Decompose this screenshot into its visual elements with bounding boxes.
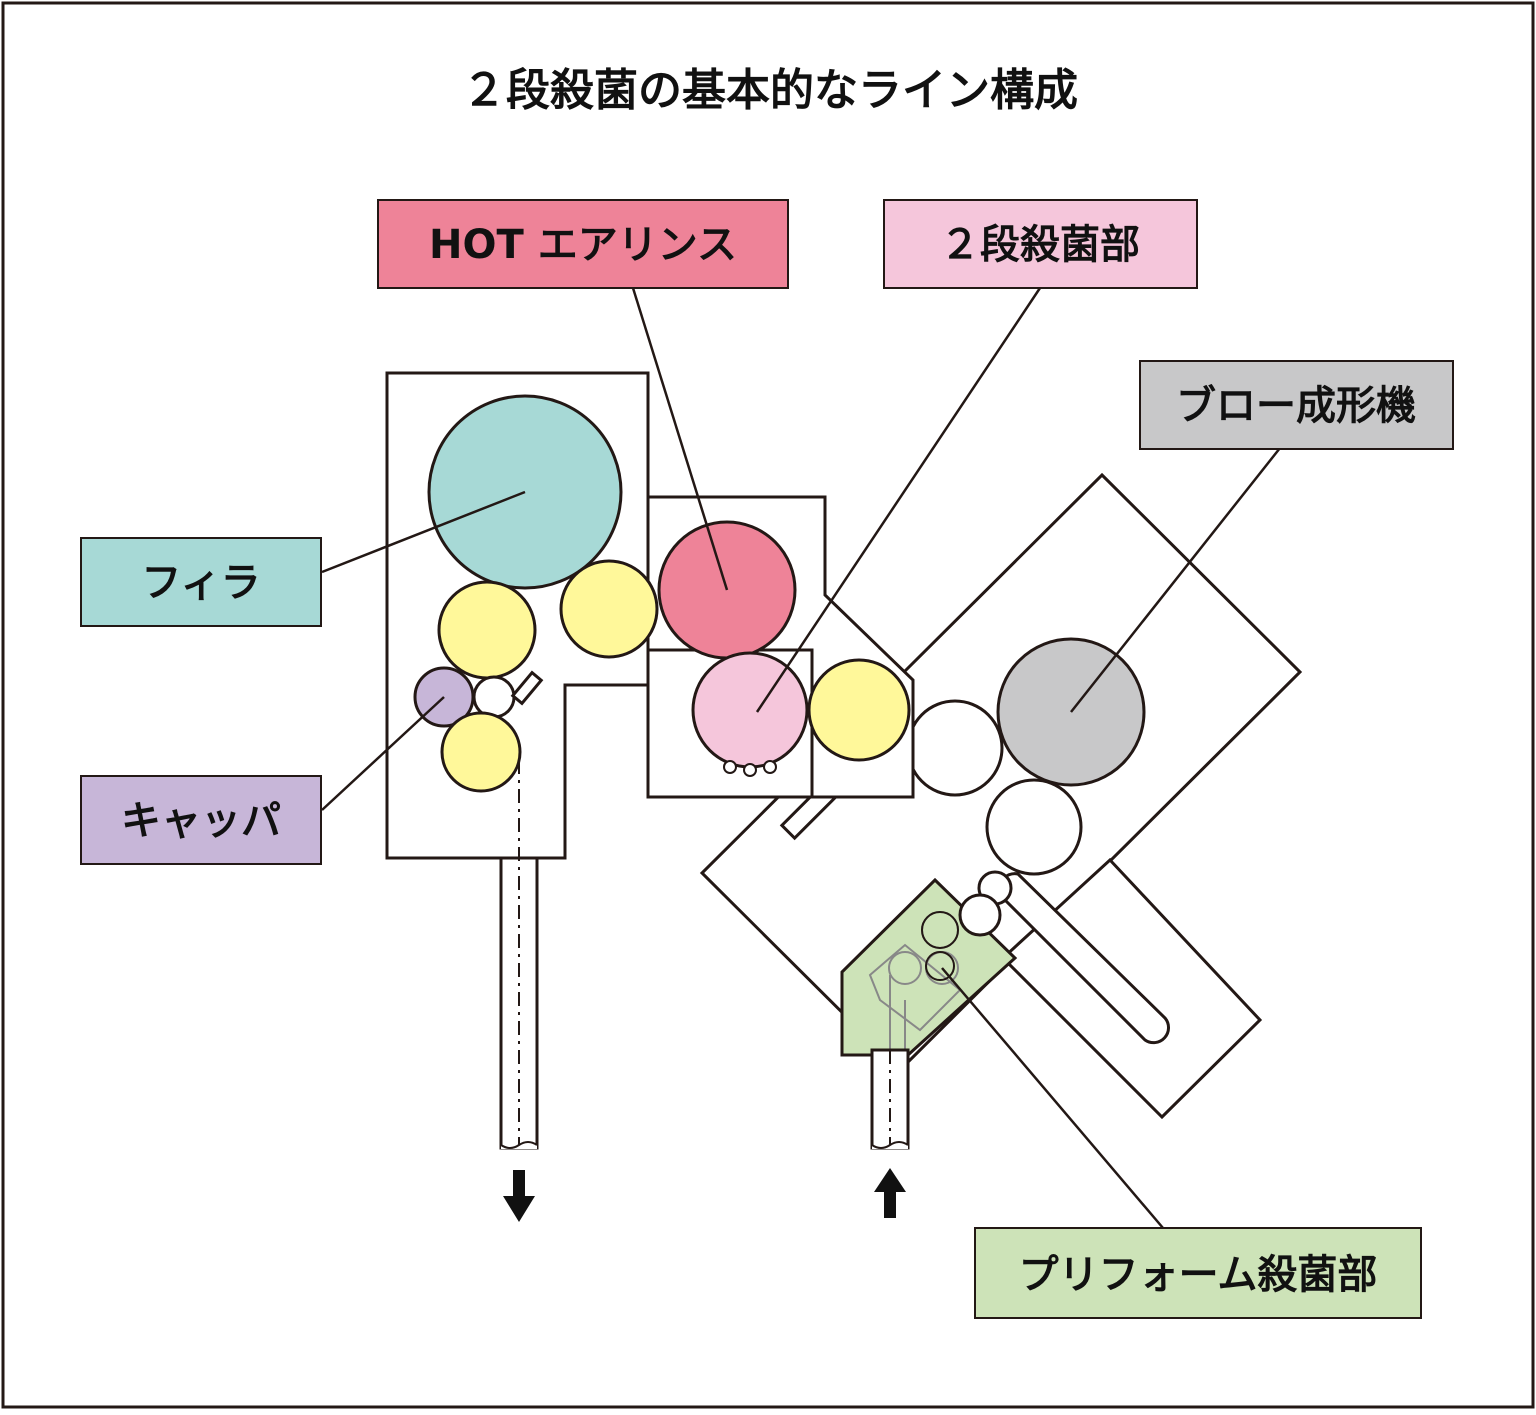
label-blow-molder: ブロー成形機	[1139, 360, 1454, 450]
outlet-conveyor	[499, 760, 539, 1150]
nozzle	[743, 763, 757, 777]
inlet-conveyor	[870, 1048, 910, 1150]
transfer-wheel-empty	[906, 699, 1004, 797]
label-two-stage-sterilization: ２段殺菌部	[883, 199, 1198, 289]
label-text: HOT エアリンス	[429, 222, 737, 268]
blow-molder-unit	[699, 472, 1303, 1120]
label-hot-air-rinse: HOT エアリンス	[377, 199, 789, 289]
label-filler: フィラ	[80, 537, 322, 627]
diagram-title: ２段殺菌の基本的なライン構成	[462, 65, 1078, 116]
label-capper: キャッパ	[80, 775, 322, 865]
two-stage-sterilization-wheel	[691, 651, 809, 769]
transfer-wheel-yellow	[807, 658, 911, 762]
label-text: ２段殺菌部	[940, 222, 1140, 268]
label-text: ブロー成形機	[1176, 383, 1416, 429]
nozzle	[723, 760, 737, 774]
transfer-wheel-small	[958, 893, 1002, 937]
label-text: プリフォーム殺菌部	[1019, 1252, 1378, 1298]
down-arrow-icon	[503, 1170, 535, 1222]
cap-chute	[510, 670, 544, 706]
label-preform-sterilization: プリフォーム殺菌部	[974, 1227, 1422, 1319]
label-text: キャッパ	[121, 798, 281, 844]
transfer-wheel-empty	[985, 778, 1083, 876]
transfer-wheel-yellow	[559, 559, 659, 659]
transfer-wheel-yellow	[437, 580, 537, 680]
nozzle	[763, 760, 777, 774]
label-text: フィラ	[141, 560, 260, 606]
transfer-wheel-small	[472, 675, 516, 719]
up-arrow-icon	[874, 1168, 906, 1218]
leader-lines	[321, 287, 1281, 1229]
transfer-wheel-yellow	[440, 711, 522, 793]
